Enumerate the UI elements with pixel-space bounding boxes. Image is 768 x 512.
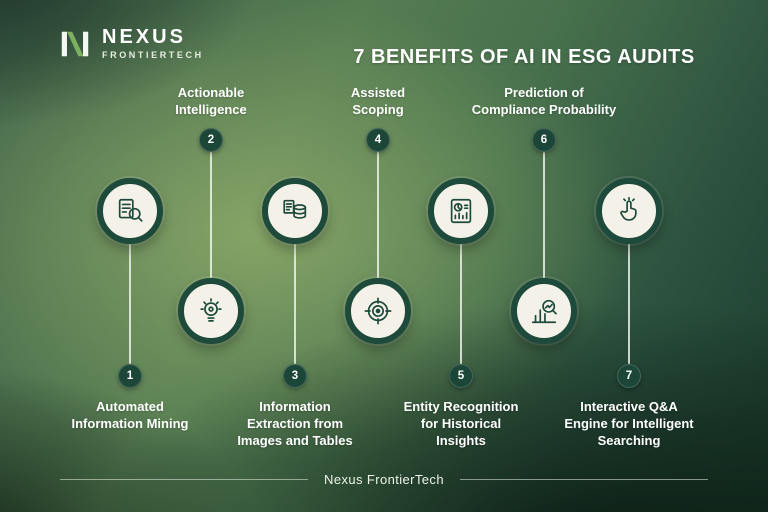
benefit-number-5: 5	[449, 364, 473, 388]
benefit-label-6: Prediction of Compliance Probability	[471, 85, 617, 117]
logo: NEXUS FRONTIERTECH	[58, 26, 204, 61]
target-scope-icon	[363, 296, 393, 326]
benefit-label-7: Interactive Q&A Engine for Intelligent S…	[564, 399, 694, 448]
benefit-circle-3	[262, 178, 328, 244]
benefit-circle-7	[596, 178, 662, 244]
footer-brand-text: Nexus FrontierTech	[324, 472, 444, 487]
footer-divider-left	[60, 479, 309, 480]
benefit-circle-1	[97, 178, 163, 244]
connector-line	[129, 244, 131, 364]
analytics-report-icon	[446, 196, 476, 226]
connector-line	[210, 152, 212, 278]
logo-text: NEXUS FRONTIERTECH	[102, 26, 204, 61]
footer: Nexus FrontierTech	[60, 472, 709, 487]
benefit-number-6: 6	[532, 128, 556, 152]
benefit-label-2: Actionable Intelligence	[175, 85, 247, 117]
lightbulb-idea-icon	[196, 296, 226, 326]
benefit-number-3: 3	[283, 364, 307, 388]
nexus-logo-icon	[61, 31, 89, 56]
tap-gesture-icon	[614, 196, 644, 226]
footer-divider-right	[459, 479, 709, 480]
benefit-label-1: Automated Information Mining	[71, 399, 189, 431]
connector-line	[460, 244, 462, 364]
connector-line	[628, 244, 630, 364]
benefit-number-7: 7	[617, 364, 641, 388]
benefit-label-3: Information Extraction from Images and T…	[237, 399, 353, 448]
benefit-circle-6	[511, 278, 577, 344]
connector-line	[294, 244, 296, 364]
benefit-circle-5	[428, 178, 494, 244]
chart-magnifier-icon	[529, 296, 559, 326]
benefit-number-2: 2	[199, 128, 223, 152]
logo-name: NEXUS	[102, 26, 186, 48]
connector-line	[377, 152, 379, 278]
benefit-number-4: 4	[366, 128, 390, 152]
benefit-label-4: Assisted Scoping	[350, 85, 406, 117]
benefit-circle-4	[345, 278, 411, 344]
benefit-number-1: 1	[118, 364, 142, 388]
benefit-label-5: Entity Recognition for Historical Insigh…	[403, 399, 519, 448]
benefit-circle-2	[178, 278, 244, 344]
logo-subname: FRONTIERTECH	[102, 50, 204, 60]
page-title: 7 BENEFITS OF AI IN ESG AUDITS	[353, 46, 695, 69]
document-search-icon	[115, 196, 145, 226]
connector-line	[543, 152, 545, 278]
database-extraction-icon	[280, 196, 310, 226]
